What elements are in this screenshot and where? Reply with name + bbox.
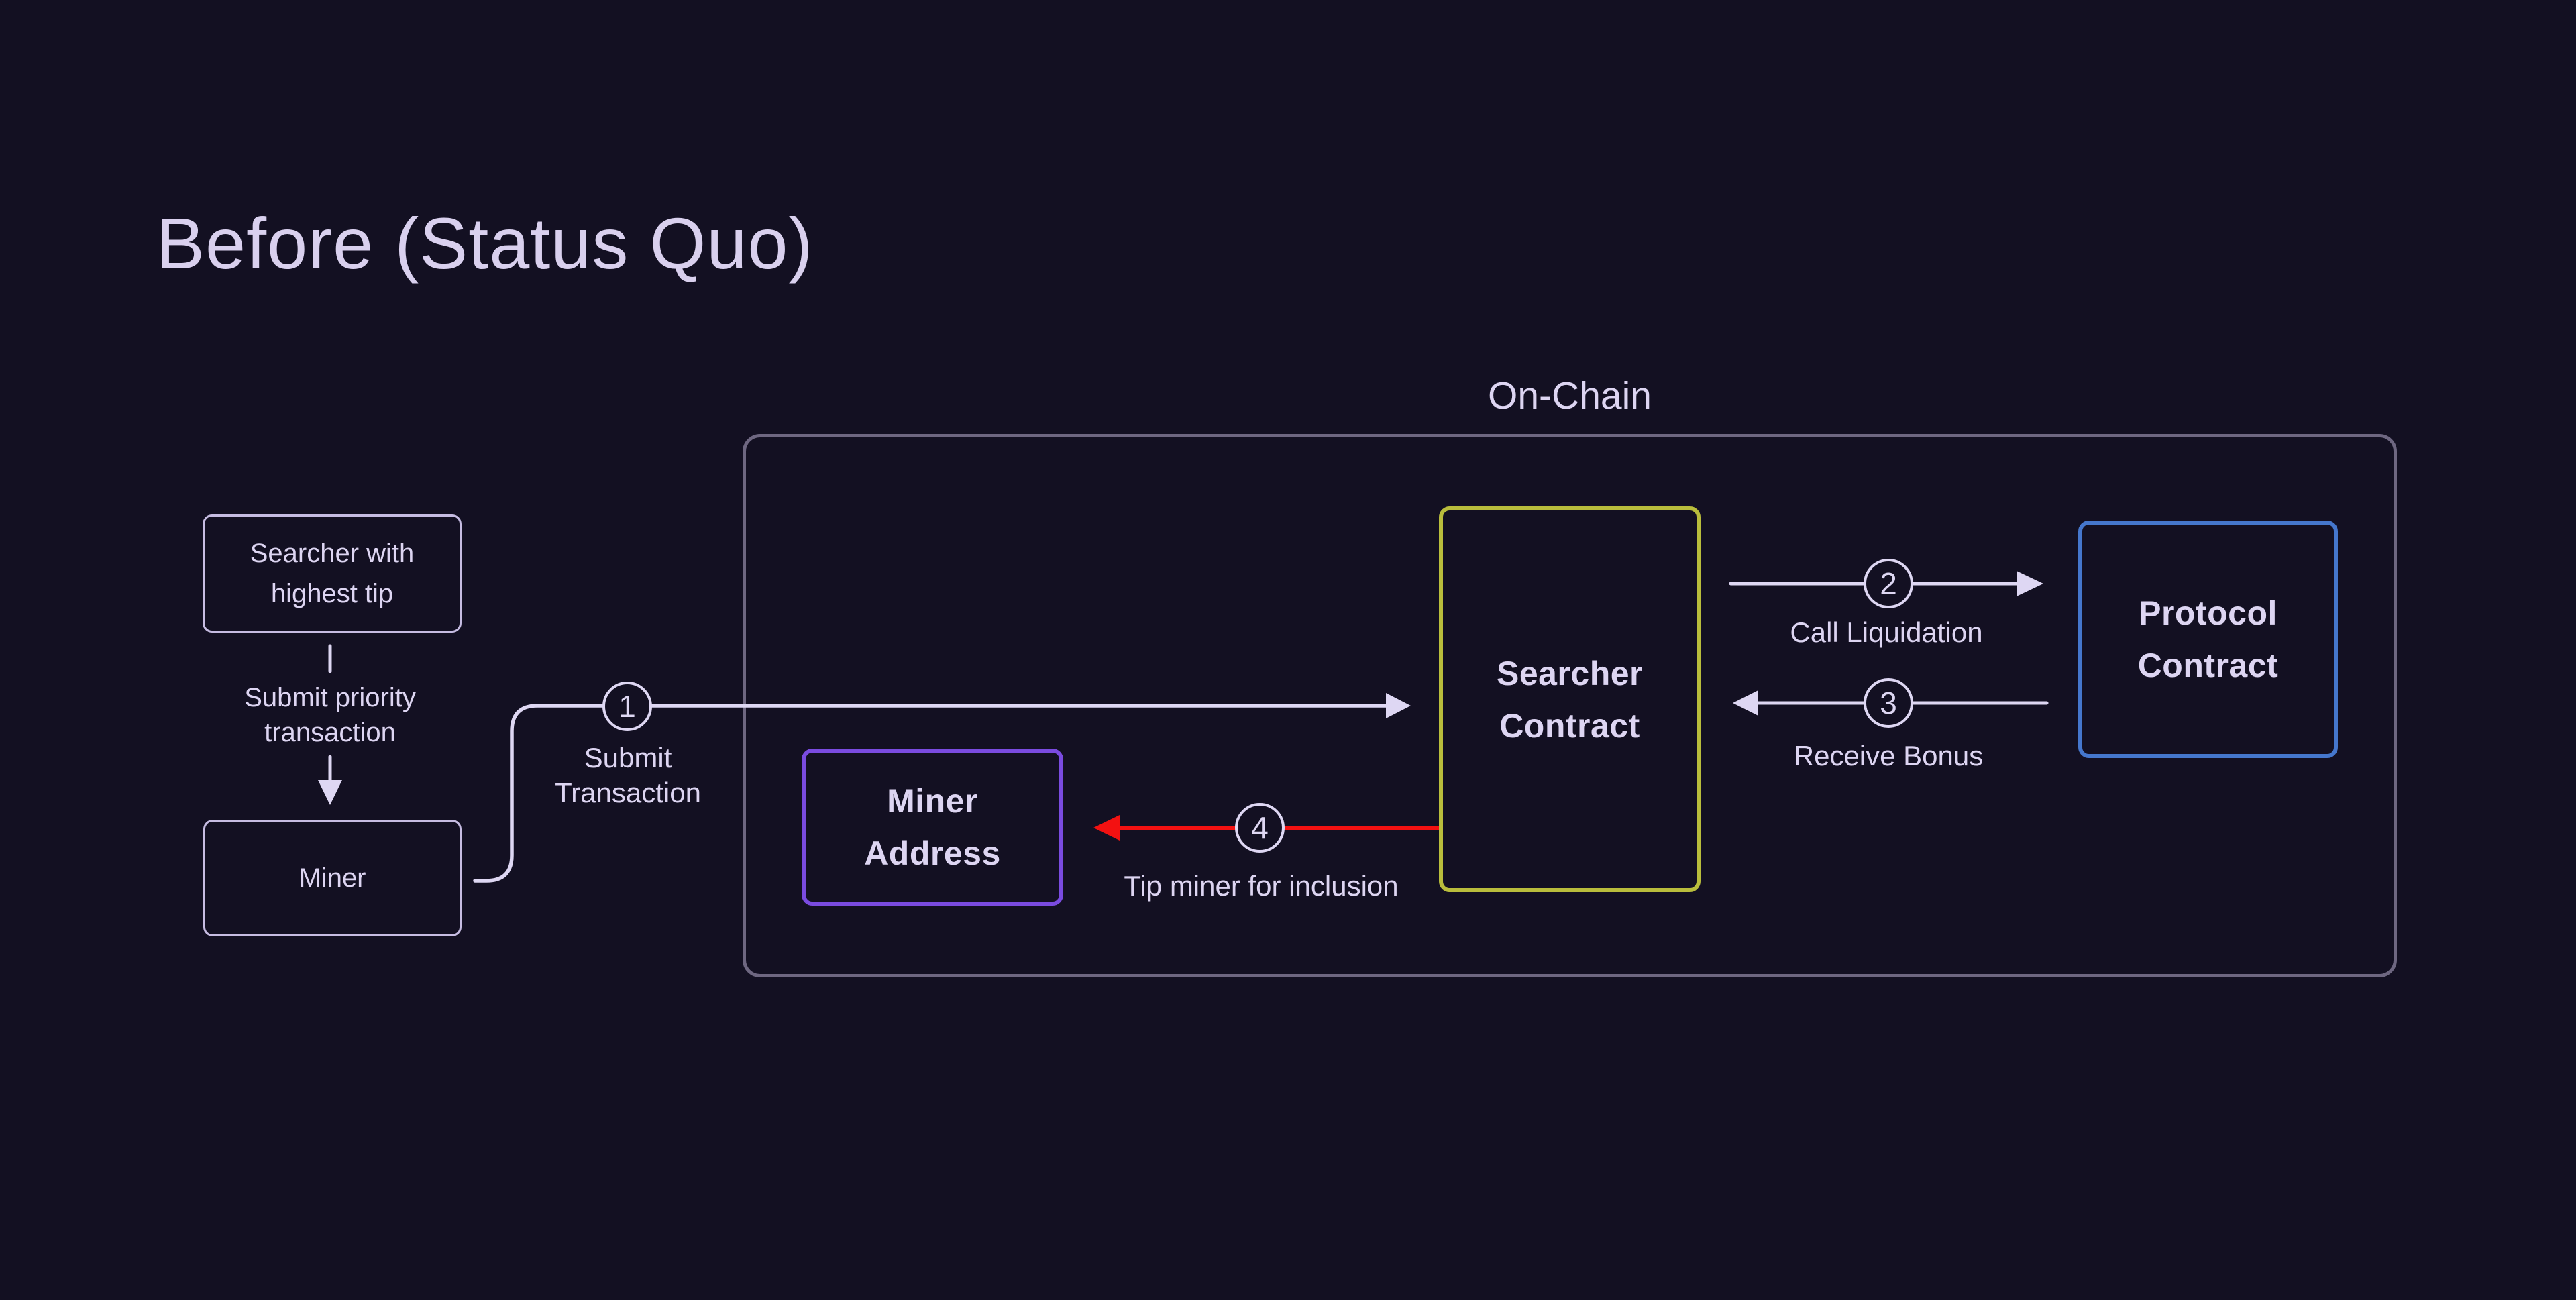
node-miner-label: Miner [299, 863, 366, 893]
step3-arrow-head [1733, 690, 1758, 716]
node-miner: Miner [203, 820, 462, 936]
submit-priority-transaction-line2: transaction [264, 718, 396, 747]
down-arrow-head [318, 780, 342, 805]
node-searcher-with-highest-tip: Searcher with highest tip [203, 514, 462, 633]
step2-arrow-head [2017, 571, 2043, 596]
step4-number: 4 [1251, 810, 1269, 845]
step4-label: Tip miner for inclusion [1124, 870, 1399, 902]
step1-arrow-head [1386, 693, 1411, 718]
node-searcher-contract-line2: Contract [1499, 706, 1640, 745]
step2-number: 2 [1880, 566, 1897, 601]
node-searcher-contract-line1: Searcher [1496, 654, 1644, 692]
step1-path [473, 704, 1388, 883]
node-searcher-with-highest-tip-line1: Searcher with [250, 539, 415, 568]
step3-number: 3 [1880, 686, 1897, 720]
node-miner-address: Miner Address [802, 749, 1063, 906]
step2-number-badge: 2 [1864, 559, 1913, 608]
node-protocol-contract-line1: Protocol [2139, 594, 2277, 632]
step3-number-badge: 3 [1864, 678, 1913, 728]
node-searcher-contract: Searcher Contract [1439, 506, 1701, 892]
submit-priority-transaction-line1: Submit priority [244, 683, 416, 712]
node-miner-address-line2: Address [864, 834, 1001, 872]
onchain-group-label: On-Chain [1488, 374, 1652, 417]
step2-label: Call Liquidation [1790, 616, 1983, 648]
page-title: Before (Status Quo) [156, 203, 814, 284]
step4-arrow-head [1093, 815, 1120, 841]
node-searcher-with-highest-tip-line2: highest tip [270, 579, 394, 608]
step1-label-line1: Submit [584, 742, 672, 773]
node-miner-address-line1: Miner [887, 782, 978, 820]
step1-label-line2: Transaction [555, 777, 701, 808]
submit-priority-transaction-label: Submit priority transaction [162, 680, 498, 750]
step1-label: Submit Transaction [460, 741, 796, 810]
step1-number-badge: 1 [602, 682, 652, 731]
node-protocol-contract-line2: Contract [2137, 647, 2279, 684]
step4-number-badge: 4 [1235, 803, 1285, 853]
step1-number: 1 [619, 689, 636, 724]
step3-label: Receive Bonus [1793, 740, 1984, 771]
node-protocol-contract: Protocol Contract [2078, 521, 2338, 758]
